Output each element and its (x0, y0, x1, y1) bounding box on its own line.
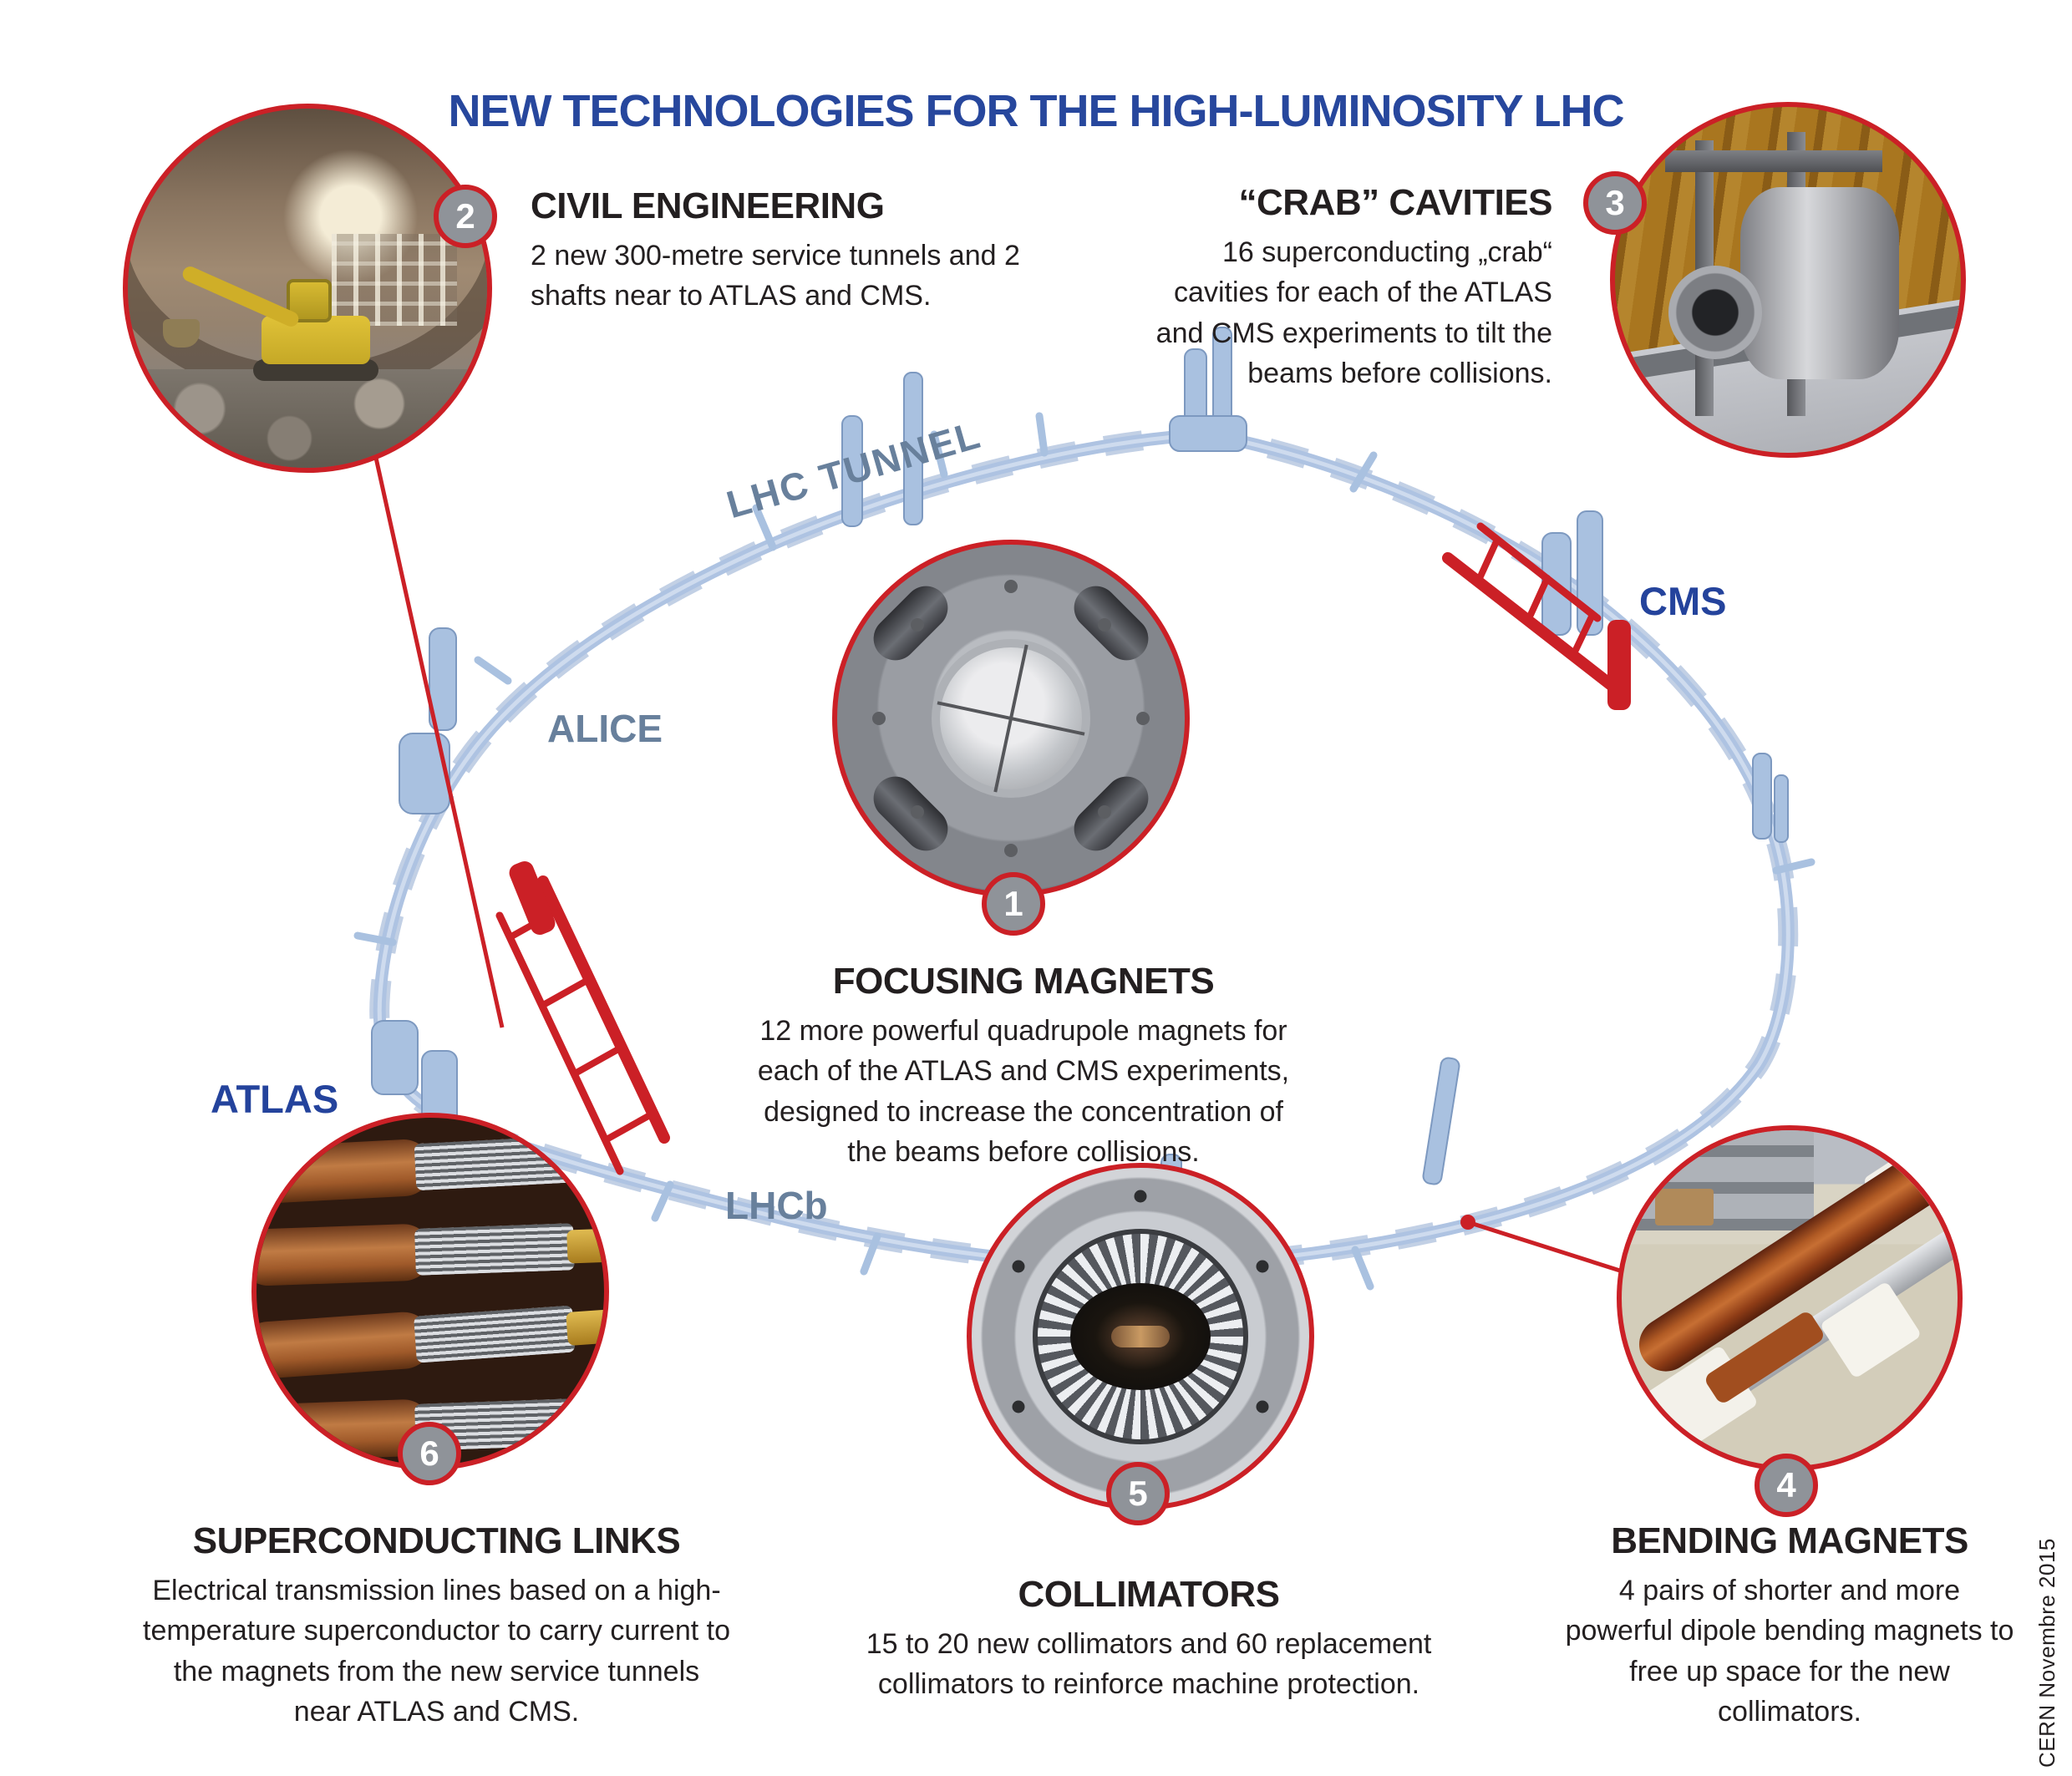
gold-connector-shape (566, 1403, 604, 1439)
section-title-focusing: FOCUSING MAGNETS (832, 961, 1215, 1002)
section-title-links: SUPERCONDUCTING LINKS (192, 1520, 681, 1561)
gold-connector-shape (566, 1139, 604, 1176)
photo-civil-engineering (123, 104, 492, 473)
credit-caption: CERN Novembre 2015 (2034, 1538, 2059, 1768)
ring-shaft-pipes (371, 327, 1789, 1266)
frame-bar-shape (1665, 150, 1882, 172)
wire-strands-shape (414, 1223, 575, 1276)
badge-number: 3 (1605, 183, 1625, 222)
photo-focusing-magnet (832, 540, 1190, 897)
photo-collimator (967, 1163, 1314, 1510)
ring-label-alice: ALICE (547, 707, 663, 750)
step-badge-4: 4 (1755, 1454, 1818, 1517)
cavity-vessel-shape (1740, 187, 1899, 379)
photo-crab-cavity (1610, 102, 1966, 458)
page-title: NEW TECHNOLOGIES FOR THE HIGH-LUMINOSITY… (448, 86, 1625, 137)
collimator-ring-shape (1033, 1229, 1248, 1444)
badge-number: 1 (1003, 884, 1023, 923)
photo-bending-magnet (1617, 1125, 1963, 1471)
section-body-collimators: 15 to 20 new collimators and 60 replacem… (866, 1628, 1432, 1701)
section-title-bending: BENDING MAGNETS (1611, 1520, 1968, 1561)
ring-label-lhcb: LHCb (725, 1184, 828, 1227)
section-body-links: Electrical transmission lines based on a… (143, 1575, 730, 1728)
step-badge-2: 2 (434, 185, 497, 248)
rubble-ground-shape (128, 369, 487, 468)
cavity-flange-shape (1668, 266, 1762, 359)
leader-line-ring-to-bending (1467, 1220, 1623, 1274)
cable-row (256, 1285, 604, 1393)
cardboard-box-shape (1655, 1189, 1714, 1225)
section-bending-magnets: BENDING MAGNETS 4 pairs of shorter and m… (1564, 1520, 2015, 1732)
badge-number: 6 (419, 1433, 439, 1473)
badge-number: 5 (1128, 1474, 1148, 1513)
cable-row (256, 1205, 604, 1298)
beam-pipe-glint (1111, 1326, 1170, 1347)
section-title-crab: “CRAB” CAVITIES (1238, 182, 1553, 223)
leader-lines (373, 457, 1623, 1274)
section-body-focusing: 12 more powerful quadrupole magnets for … (757, 1015, 1290, 1168)
excavator-bucket-shape (163, 319, 200, 348)
ring-label-cms: CMS (1639, 579, 1727, 623)
leader-line-civil-to-atlas (373, 457, 505, 1028)
section-civil-engineering: CIVIL ENGINEERING 2 new 300-metre servic… (531, 185, 1023, 317)
cms-upgrade-highlight (1442, 522, 1631, 710)
section-title-civil: CIVIL ENGINEERING (531, 185, 885, 226)
section-collimators: COLLIMATORS 15 to 20 new collimators and… (861, 1574, 1437, 1705)
wire-strands-shape (414, 1305, 576, 1363)
blue-bin-shape (1637, 1137, 1690, 1162)
section-superconducting-links: SUPERCONDUCTING LINKS Electrical transmi… (142, 1520, 731, 1732)
step-badge-1: 1 (982, 872, 1045, 936)
section-title-collimators: COLLIMATORS (1018, 1574, 1280, 1615)
atlas-upgrade-highlight (495, 860, 670, 1175)
section-body-civil: 2 new 300-metre service tunnels and 2 sh… (531, 240, 1020, 312)
section-crab-cavities: “CRAB” CAVITIES 16 superconducting „crab… (1130, 182, 1553, 393)
ring-label-atlas: ATLAS (211, 1077, 339, 1121)
copper-rod-shape (256, 1138, 434, 1205)
section-focusing-magnets: FOCUSING MAGNETS 12 more powerful quadru… (744, 961, 1303, 1172)
foam-block-shape (1819, 1281, 1922, 1379)
section-body-bending: 4 pairs of shorter and more powerful dip… (1565, 1575, 2014, 1728)
badge-number: 4 (1776, 1465, 1796, 1505)
photo-superconducting-links (251, 1113, 609, 1470)
ring-support-ticks (353, 412, 1816, 1291)
section-body-crab: 16 superconducting „crab“ cavities for e… (1155, 236, 1552, 389)
step-badge-6: 6 (398, 1422, 461, 1485)
step-badge-3: 3 (1583, 171, 1647, 235)
badge-number: 2 (455, 196, 475, 236)
ring-marker-dot (1460, 1215, 1475, 1230)
gold-connector-shape (566, 1228, 604, 1264)
gold-connector-shape (566, 1308, 604, 1346)
copper-rod-shape (256, 1310, 434, 1381)
step-badge-5: 5 (1106, 1462, 1170, 1525)
scaffolding-shape (332, 234, 457, 326)
copper-rod-shape (256, 1223, 434, 1287)
wire-strands-shape (414, 1135, 576, 1191)
excavator-body-shape (262, 316, 370, 364)
